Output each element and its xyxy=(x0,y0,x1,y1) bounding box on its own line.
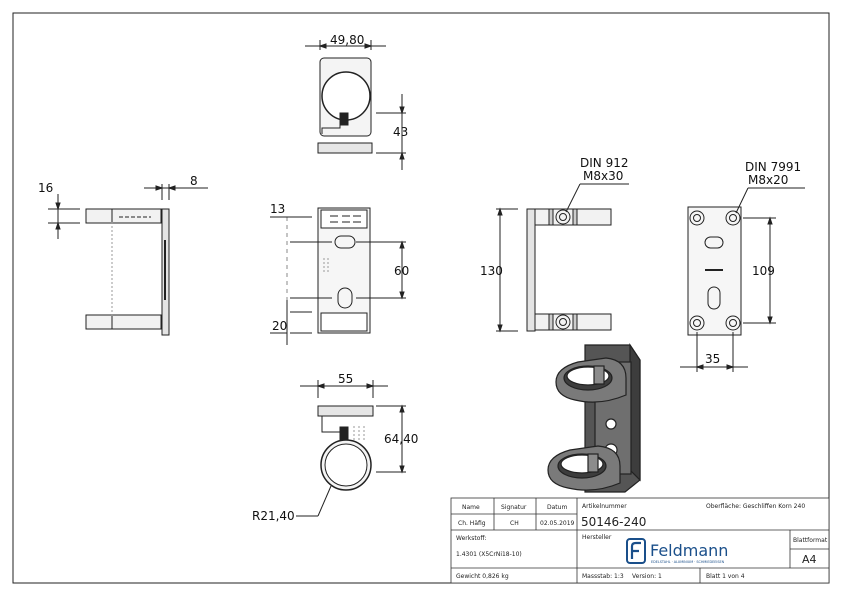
bottom-width-dim: 55 xyxy=(338,372,353,386)
left-view xyxy=(48,184,208,336)
sheet-border xyxy=(12,12,830,584)
front-dim-a: 13 xyxy=(270,202,285,216)
tb-header-signatur: Signatur xyxy=(501,504,527,511)
logo-tagline: EDELSTAHL · ALUMINIUM · SCHMIEDEEISEN xyxy=(651,560,725,564)
tb-signatur: CH xyxy=(510,520,519,527)
tb-blattformat: A4 xyxy=(802,553,817,566)
left-dim-a: 16 xyxy=(38,181,53,195)
side-height-dim: 130 xyxy=(480,264,503,278)
tb-artikel: 50146-240 xyxy=(581,515,646,529)
side-view xyxy=(496,183,629,333)
feldmann-logo: Feldmann EDELSTAHL · ALUMINIUM · SCHMIED… xyxy=(626,538,728,564)
tb-version: Version: 1 xyxy=(632,573,662,580)
tb-hersteller-label: Hersteller xyxy=(582,534,612,541)
tb-header-name: Name xyxy=(462,504,480,511)
tb-werkstoff: 1.4301 (X5CrNi18-10) xyxy=(456,551,522,558)
washer-standard: DIN 7991 xyxy=(745,160,801,174)
isometric-view xyxy=(547,343,641,493)
tb-datum: 02.05.2019 xyxy=(540,520,575,527)
tb-name: Ch. Häfig xyxy=(458,520,486,527)
bottom-radius-dim: R21,40 xyxy=(252,509,295,523)
logo-name: Feldmann xyxy=(650,541,728,560)
title-block xyxy=(450,497,830,584)
tb-oberflaeche: Oberfläche: Geschliffen Korn 240 xyxy=(706,503,805,510)
screw-standard: DIN 912 xyxy=(580,156,628,170)
front-dim-c: 20 xyxy=(272,319,287,333)
screw-size: M8x30 xyxy=(583,169,623,183)
left-dim-b: 8 xyxy=(190,174,198,188)
washer-size: M8x20 xyxy=(748,173,788,187)
back-height-dim: 109 xyxy=(752,264,775,278)
front-dim-b: 60 xyxy=(394,264,409,278)
tb-artikel-label: Artikelnummer xyxy=(582,503,627,510)
top-width-dim: 49,80 xyxy=(330,33,364,47)
tb-blattformat-label: Blattformat xyxy=(793,537,828,544)
tb-werkstoff-label: Werkstoff: xyxy=(456,535,487,542)
tb-blatt: Blatt 1 von 4 xyxy=(706,573,745,580)
top-view xyxy=(305,40,406,170)
bottom-view xyxy=(296,380,406,517)
back-view xyxy=(680,187,805,372)
front-view xyxy=(270,207,406,345)
bottom-height-dim: 64,40 xyxy=(384,432,418,446)
top-height-dim: 43 xyxy=(393,125,408,139)
tb-massstab: Massstab: 1:3 xyxy=(582,573,624,580)
back-width-dim: 35 xyxy=(705,352,720,366)
tb-gewicht: Gewicht 0,826 kg xyxy=(456,573,509,580)
tb-header-datum: Datum xyxy=(547,504,567,511)
